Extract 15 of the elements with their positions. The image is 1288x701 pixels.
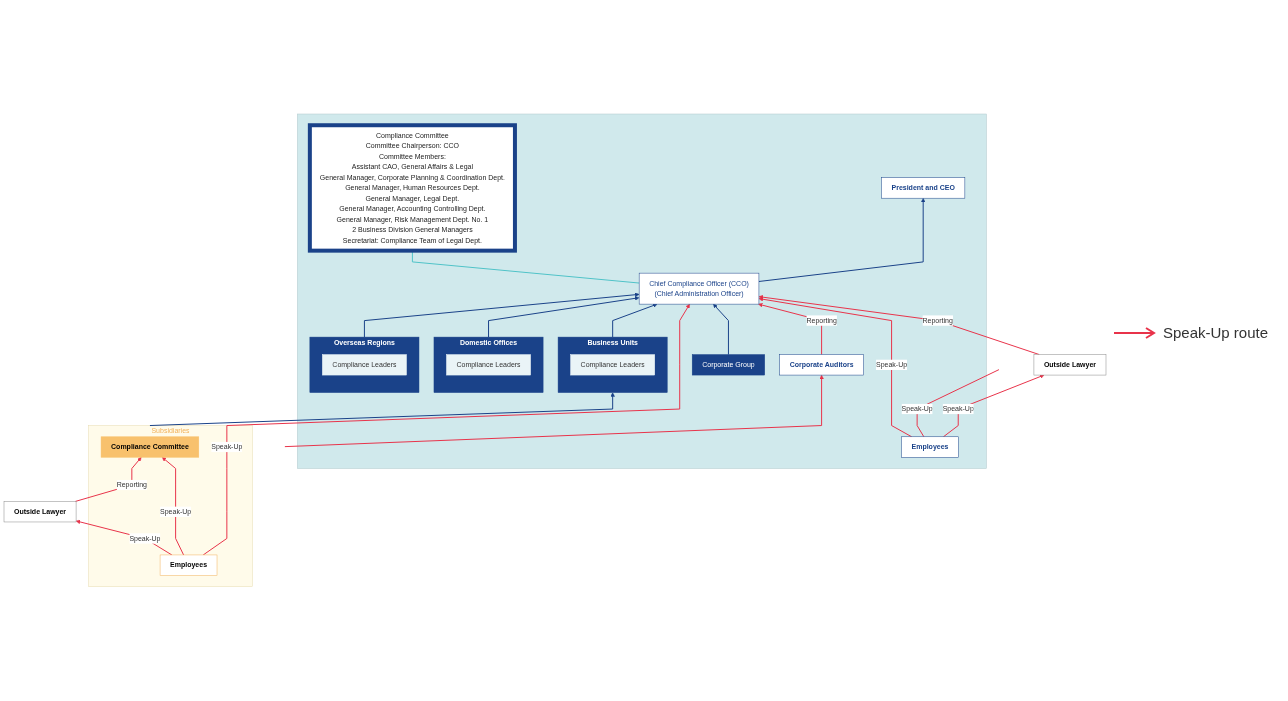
arrow xyxy=(284,375,824,448)
connector xyxy=(916,369,1000,438)
legend-label: Speak-Up route xyxy=(1162,324,1268,341)
arrow xyxy=(758,198,926,283)
arrow xyxy=(612,303,658,338)
arrow xyxy=(363,292,640,338)
arrow xyxy=(202,304,690,556)
arrow xyxy=(488,296,640,338)
arrow xyxy=(942,374,1045,438)
arrow xyxy=(713,304,729,356)
connector xyxy=(411,250,640,284)
arrow xyxy=(162,457,185,556)
arrow xyxy=(75,519,173,556)
arrow xyxy=(149,392,615,427)
cluster xyxy=(297,113,987,469)
